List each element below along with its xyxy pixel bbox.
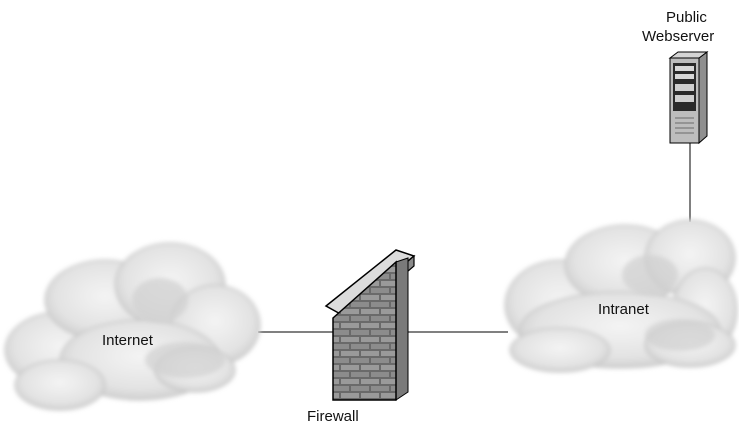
webserver-label-line1: Public — [666, 9, 707, 26]
webserver-server-tower-icon[interactable]: Public Webserver — [642, 9, 714, 143]
firewall-brick-wall-icon[interactable]: Firewall — [307, 250, 414, 425]
intranet-cloud-icon[interactable]: Intranet — [505, 220, 737, 372]
webserver-label-line2: Webserver — [642, 28, 714, 45]
internet-label: Internet — [102, 332, 154, 349]
internet-cloud-icon[interactable]: Internet — [5, 243, 260, 410]
intranet-label: Intranet — [598, 301, 650, 318]
firewall-label: Firewall — [307, 408, 359, 425]
